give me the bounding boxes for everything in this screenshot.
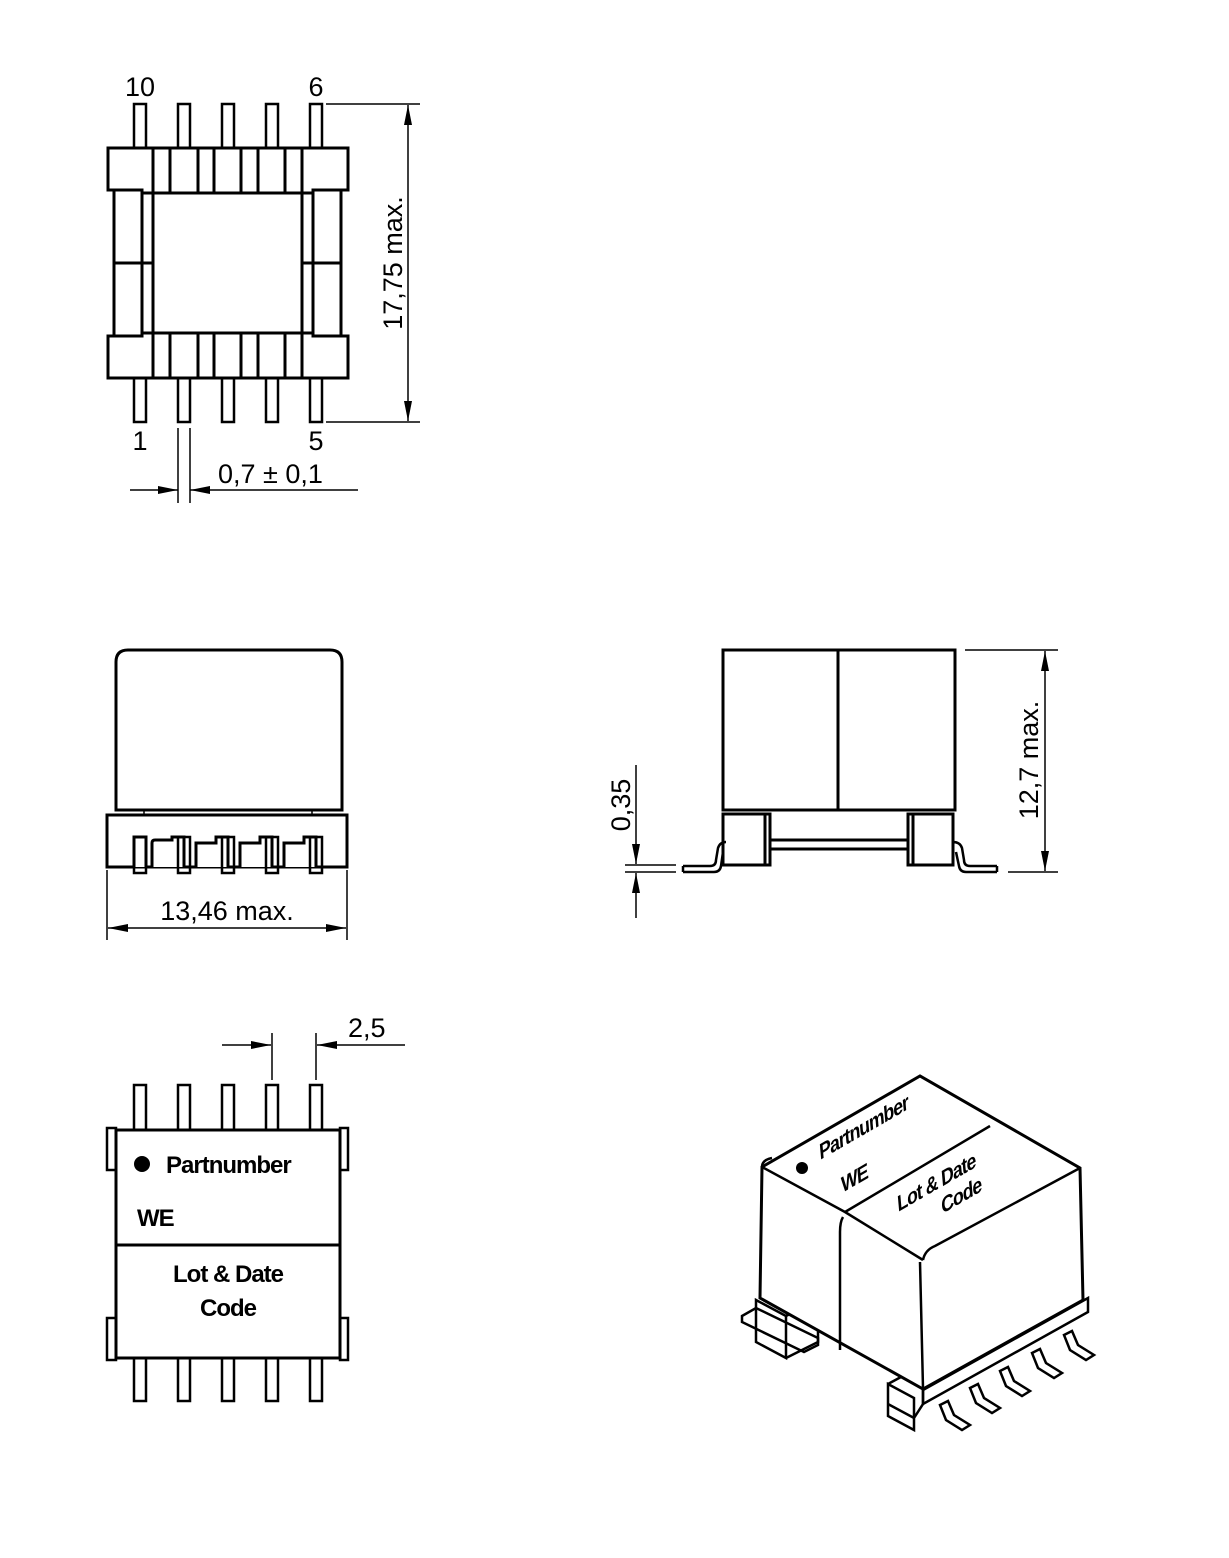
side-view: 12,7 max. 0,35: [606, 648, 1058, 918]
bottom-flange: [106, 331, 350, 380]
marking-brand: WE: [137, 1205, 175, 1232]
front-pins: [132, 835, 324, 875]
isometric-view: Partnumber WE Lot & Date Code: [740, 1074, 1097, 1433]
front-view: 13,46 max.: [105, 648, 349, 940]
front-body: [114, 648, 344, 812]
pitch-dim-label: 2,5: [348, 1013, 386, 1043]
left-lead: [683, 840, 727, 874]
pin-label-6: 6: [308, 72, 323, 102]
pin-width-dimension: 0,7 ± 0,1: [130, 428, 358, 503]
iso-pin1-dot-icon: [796, 1162, 808, 1174]
pin-label-1: 1: [132, 426, 147, 456]
width-dimension: 13,46 max.: [106, 870, 348, 940]
side-height-dimension: 12,7 max.: [965, 649, 1058, 873]
pitch-dimension: 2,5: [222, 1013, 405, 1080]
marking-lot-line1: Lot & Date: [173, 1261, 284, 1288]
top-view: 10 6 1 5 17,75 max. 0,7 ± 0,1: [106, 72, 420, 503]
right-lead: [952, 840, 997, 874]
side-bar: [768, 838, 910, 851]
height-dim-label: 17,75 max.: [378, 196, 408, 330]
iso-leads: [938, 1329, 1097, 1432]
left-foot: [721, 812, 767, 867]
marking-partnumber: Partnumber: [166, 1152, 291, 1179]
top-flange: [106, 146, 350, 195]
top-pins: [132, 102, 324, 150]
standoff-dim-label: 0,35: [606, 779, 636, 832]
winding-window: [151, 191, 304, 335]
right-foot: [911, 812, 955, 867]
side-height-dim-label: 12,7 max.: [1014, 701, 1044, 820]
marking-lot-line2: Code: [200, 1295, 257, 1322]
pin1-dot-icon: [134, 1156, 150, 1172]
bottom-view: Partnumber WE Lot & Date Code 2,5: [105, 1013, 405, 1403]
height-dimension: 17,75 max.: [326, 103, 420, 423]
pin-width-dim-label: 0,7 ± 0,1: [218, 459, 323, 489]
pin-label-5: 5: [308, 426, 323, 456]
bottom-pins: [132, 376, 324, 424]
width-dim-label: 13,46 max.: [160, 896, 294, 926]
standoff-dimension: 0,35: [606, 765, 676, 918]
pin-label-10: 10: [125, 72, 155, 102]
